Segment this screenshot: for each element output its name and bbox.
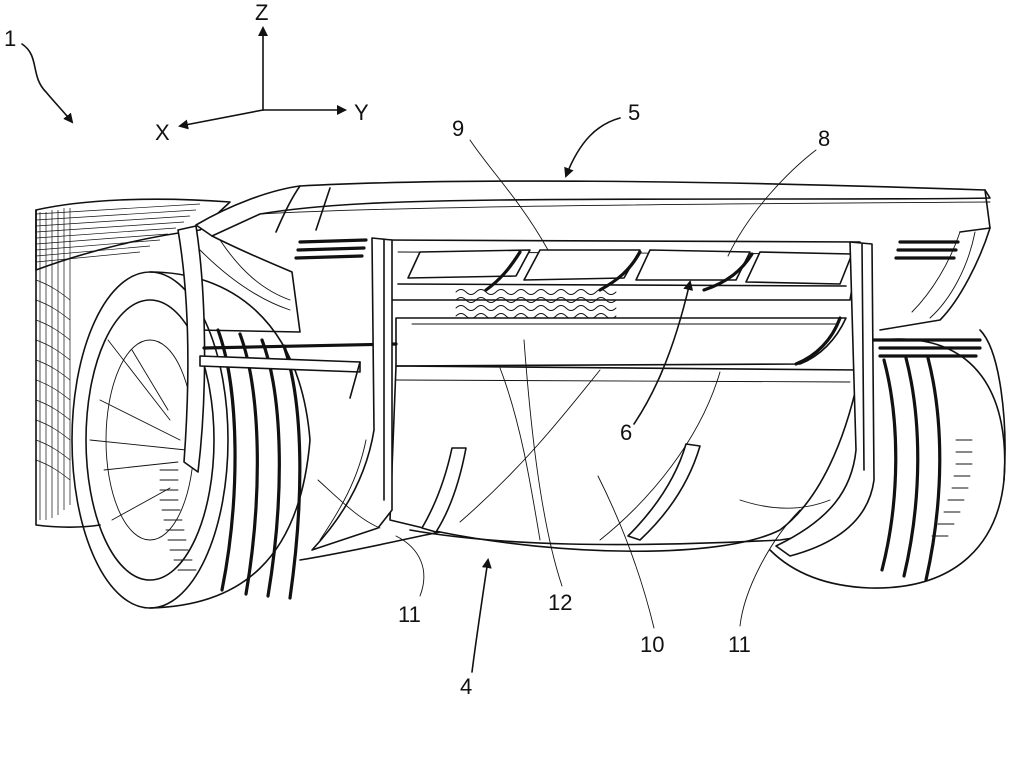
label-9: 9 [452, 116, 464, 141]
label-6: 6 [620, 420, 632, 445]
rear-spoiler [196, 181, 990, 236]
label-4: 4 [460, 674, 472, 699]
side-fin-left [312, 238, 392, 550]
coordinate-axes: Z Y X [155, 0, 369, 145]
upper-channel [380, 240, 860, 319]
label-1: 1 [4, 26, 16, 51]
left-lamp-slots [296, 240, 366, 258]
label-5: 5 [628, 100, 640, 125]
axis-label-y: Y [354, 100, 369, 125]
left-tire-grooves [218, 330, 300, 598]
left-fender [178, 226, 205, 472]
label-12: 12 [548, 590, 572, 615]
label-11-right: 11 [728, 632, 751, 657]
body-hatching [36, 204, 200, 520]
label-10: 10 [640, 632, 664, 657]
axis-label-x: X [155, 120, 170, 145]
axis-label-z: Z [255, 0, 268, 25]
label-11-left: 11 [398, 602, 421, 627]
label-8: 8 [818, 126, 830, 151]
right-lamp-slots [896, 242, 958, 258]
right-tire-grooves [882, 358, 940, 580]
